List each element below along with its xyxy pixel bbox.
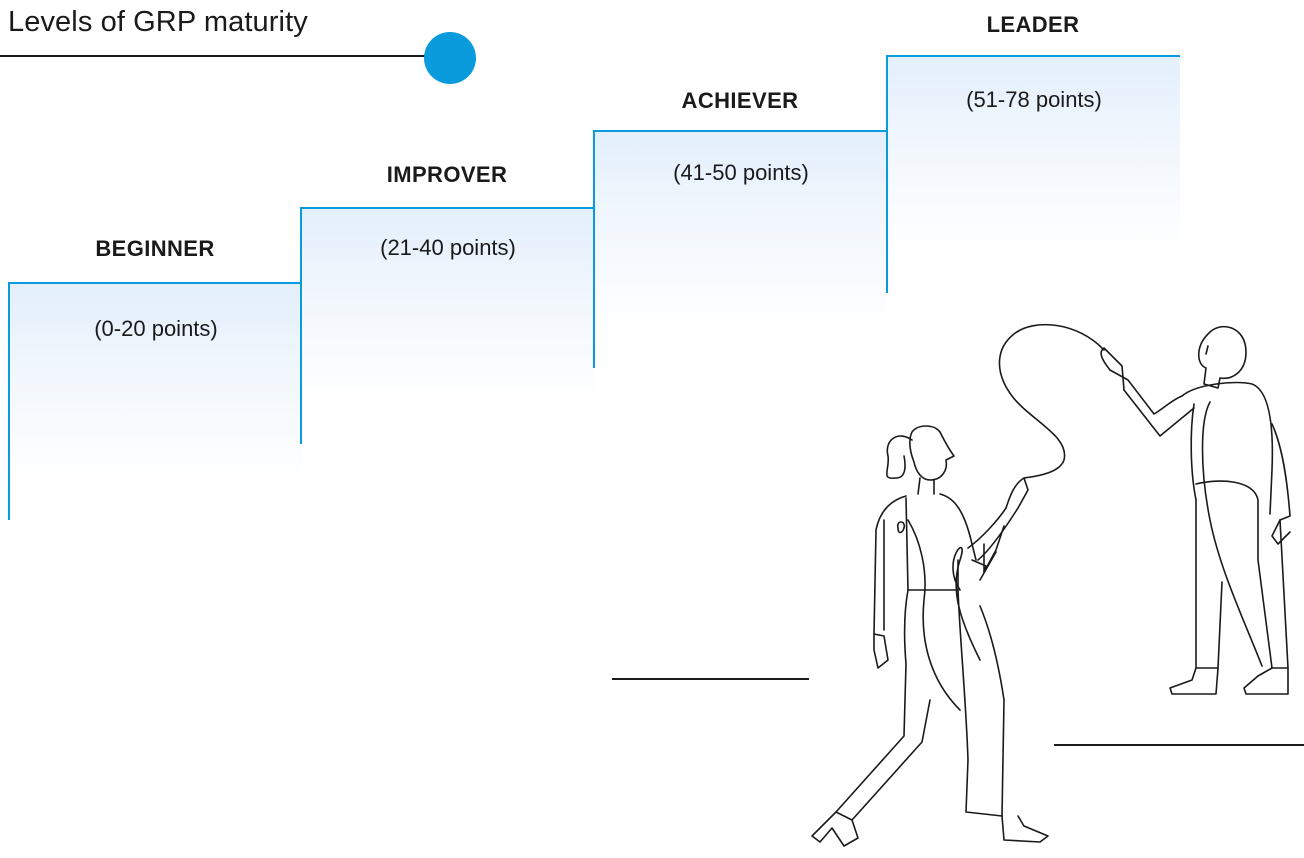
step-improver-name: IMPROVER bbox=[386, 162, 508, 187]
ground-line-right bbox=[1054, 744, 1304, 746]
step-improver: (21-40 points) bbox=[300, 207, 594, 444]
step-leader-name: LEADER bbox=[986, 12, 1080, 37]
title-underline bbox=[0, 55, 434, 57]
step-leader: (51-78 points) bbox=[886, 55, 1180, 293]
step-improver-range: (21-40 points) bbox=[380, 235, 516, 260]
step-achiever: (41-50 points) bbox=[593, 130, 887, 368]
step-beginner-name: BEGINNER bbox=[95, 236, 215, 261]
step-achiever-name: ACHIEVER bbox=[681, 88, 799, 113]
step-achiever-range: (41-50 points) bbox=[673, 160, 809, 185]
step-beginner: (0-20 points) bbox=[8, 282, 302, 520]
ground-line-left bbox=[612, 678, 809, 680]
step-leader-range: (51-78 points) bbox=[966, 87, 1102, 112]
diagram-title: Levels of GRP maturity bbox=[8, 6, 308, 38]
title-dot-icon bbox=[424, 32, 476, 84]
step-beginner-range: (0-20 points) bbox=[94, 316, 218, 341]
